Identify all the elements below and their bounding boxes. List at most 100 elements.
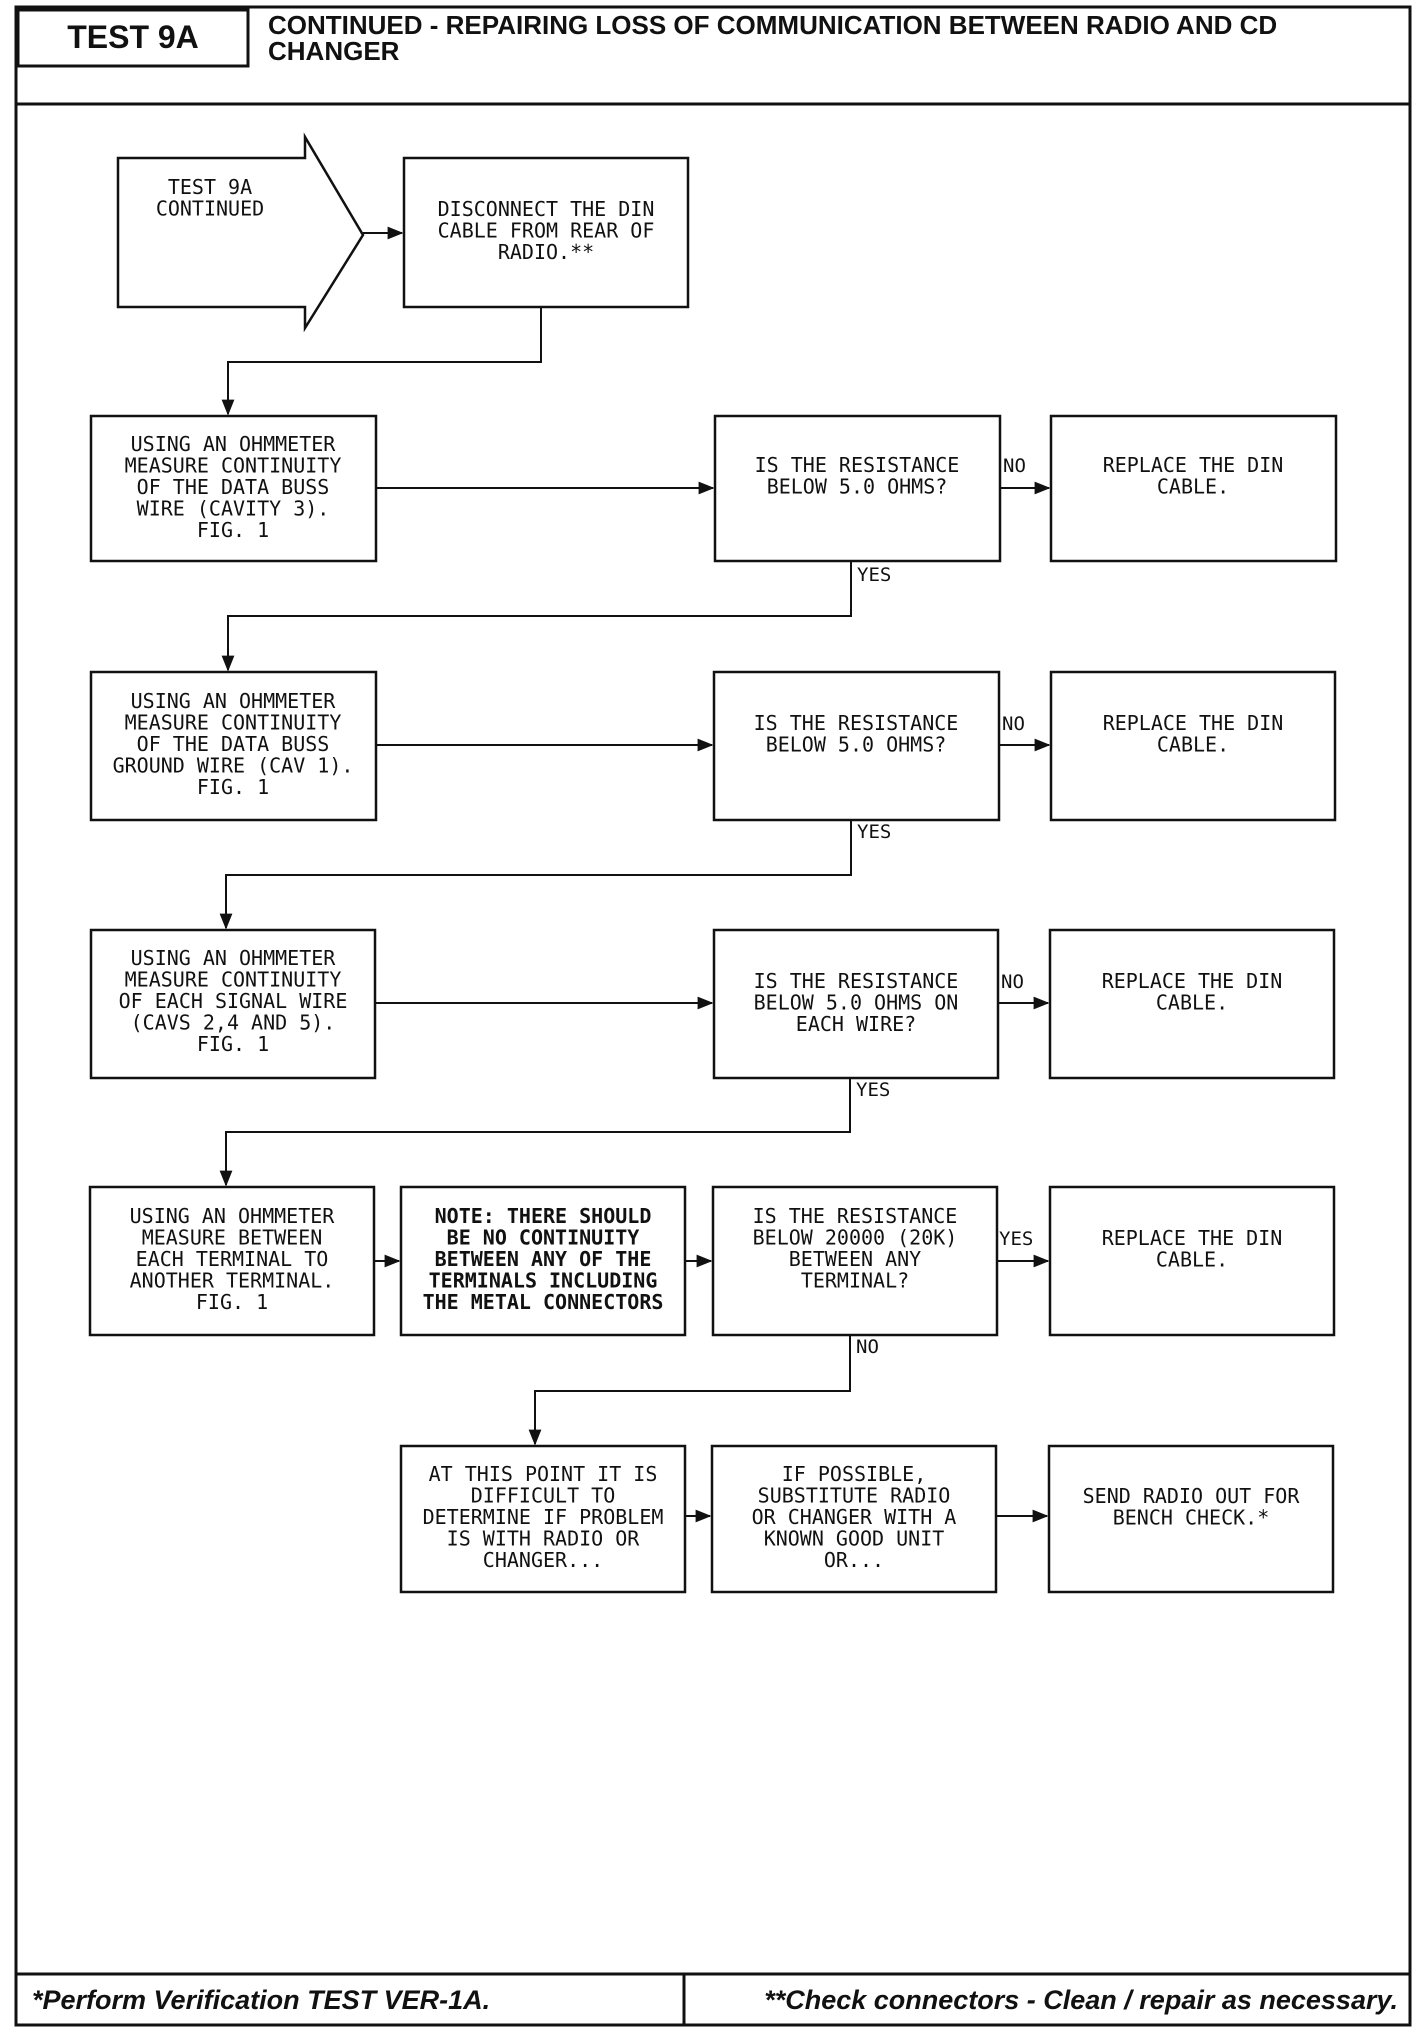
box-text-line: IS THE RESISTANCE (754, 969, 959, 993)
box-text-line: CABLE FROM REAR OF (438, 219, 655, 243)
test-id-box (16, 8, 250, 68)
box-text-line: TERMINALS INCLUDING (429, 1269, 658, 1293)
box-text-line: OF EACH SIGNAL WIRE (119, 989, 348, 1013)
box-text-line: OF THE DATA BUSS (137, 732, 330, 756)
box-text-line: OR... (824, 1548, 884, 1572)
box-text-line: RADIO.** (498, 240, 594, 264)
box-text-line: IS THE RESISTANCE (753, 1204, 958, 1228)
step5-box (399, 1444, 687, 1594)
box-text-line: BELOW 20000 (20K) (753, 1226, 958, 1250)
box-text-line: CONTINUED (156, 197, 264, 221)
footer: *Perform Verification TEST VER-1A. **Che… (16, 1972, 1410, 2025)
box-text-line: USING AN OHMMETER (131, 432, 337, 456)
box-text-line: EACH WIRE? (796, 1012, 916, 1036)
q2-no-label: NO (1002, 713, 1025, 735)
box-text-line: BELOW 5.0 OHMS? (766, 733, 947, 757)
box-text-line: WIRE (CAVITY 3). (137, 497, 330, 521)
connector-q3-yes (219, 1078, 851, 1187)
box-text-line: DISCONNECT THE DIN (438, 197, 655, 221)
r3-box (1048, 928, 1336, 1080)
box-text-line: DETERMINE IF PROBLEM (423, 1505, 664, 1529)
header-title-line1: CONTINUED - REPAIRING LOSS OF COMMUNICAT… (268, 10, 1277, 40)
box-text-line: MEASURE BETWEEN (142, 1226, 323, 1250)
page-frame (14, 5, 1412, 2027)
footer-left-note: *Perform Verification TEST VER-1A. (32, 1985, 490, 2015)
connector-q2-yes (219, 820, 852, 930)
r4-box (1048, 1185, 1336, 1337)
q3-yes-label: YES (856, 1079, 890, 1101)
q3-no-label: NO (1001, 971, 1024, 993)
header: TEST 9A CONTINUED - REPAIRING LOSS OF CO… (16, 8, 1410, 106)
box-text-line: BENCH CHECK.* (1113, 1506, 1270, 1530)
box-text-line: USING AN OHMMETER (131, 689, 337, 713)
q2-yes-label: YES (857, 821, 891, 843)
box-text-line: MEASURE CONTINUITY (125, 968, 342, 992)
box-text-line: REPLACE THE DIN (1102, 969, 1283, 993)
box-text-line: ANOTHER TERMINAL. (130, 1269, 335, 1293)
box-text-line: (CAVS 2,4 AND 5). (131, 1011, 336, 1035)
box-text-line: FIG. 1 (197, 1032, 269, 1056)
footer-right-note: **Check connectors - Clean / repair as n… (764, 1985, 1398, 2015)
box-text-line: AT THIS POINT IT IS (429, 1462, 658, 1486)
box-text-line: SEND RADIO OUT FOR (1083, 1484, 1301, 1508)
box-text-line: CHANGER... (483, 1548, 603, 1572)
box-text-line: FIG. 1 (197, 775, 269, 799)
connector-q4-no (528, 1335, 851, 1446)
box-text-line: MEASURE CONTINUITY (125, 454, 342, 478)
box-text-line: USING AN OHMMETER (131, 946, 337, 970)
box-text-line: REPLACE THE DIN (1103, 711, 1284, 735)
r1-box (1049, 414, 1338, 563)
step7-box (1047, 1444, 1335, 1594)
q4-yes-label: YES (999, 1228, 1033, 1250)
connectors (219, 226, 1051, 1523)
box-text-line: IF POSSIBLE, (782, 1462, 927, 1486)
box-text-line: IS THE RESISTANCE (755, 453, 960, 477)
box-text-line: MEASURE CONTINUITY (125, 711, 342, 735)
r2-box (1049, 670, 1337, 822)
box-text-line: KNOWN GOOD UNIT (764, 1527, 945, 1551)
box-text-line: OR CHANGER WITH A (752, 1505, 957, 1529)
q1-yes-label: YES (857, 564, 891, 586)
box-text-line: USING AN OHMMETER (130, 1204, 336, 1228)
box-text-line: BELOW 5.0 OHMS? (767, 475, 948, 499)
disconnect-box (402, 156, 690, 309)
q4-no-label: NO (856, 1336, 879, 1358)
box-text-line: FIG. 1 (197, 518, 269, 542)
box-text-line: OF THE DATA BUSS (137, 475, 330, 499)
box-text-line: BETWEEN ANY (789, 1247, 921, 1271)
box-text-line: CABLE. (1156, 991, 1228, 1015)
box-text-line: REPLACE THE DIN (1102, 1226, 1283, 1250)
connector-q1-yes (221, 561, 852, 672)
box-text-line: BELOW 5.0 OHMS ON (754, 991, 959, 1015)
box-text-line: GROUND WIRE (CAV 1). (113, 754, 354, 778)
box-text-line: TERMINAL? (801, 1269, 909, 1293)
box-text-line: SUBSTITUTE RADIO (758, 1484, 951, 1508)
box-text-line: IS WITH RADIO OR (447, 1527, 641, 1551)
header-title-line2: CHANGER (268, 36, 400, 66)
box-text-line: CABLE. (1156, 1248, 1228, 1272)
box-text-line: CABLE. (1157, 733, 1229, 757)
box-text-line: DIFFICULT TO (471, 1484, 616, 1508)
box-text-line: IS THE RESISTANCE (754, 711, 959, 735)
box-text-line: BE NO CONTINUITY (447, 1226, 640, 1250)
box-text-line: FIG. 1 (196, 1290, 268, 1314)
box-text-line: NOTE: THERE SHOULD (435, 1204, 652, 1228)
